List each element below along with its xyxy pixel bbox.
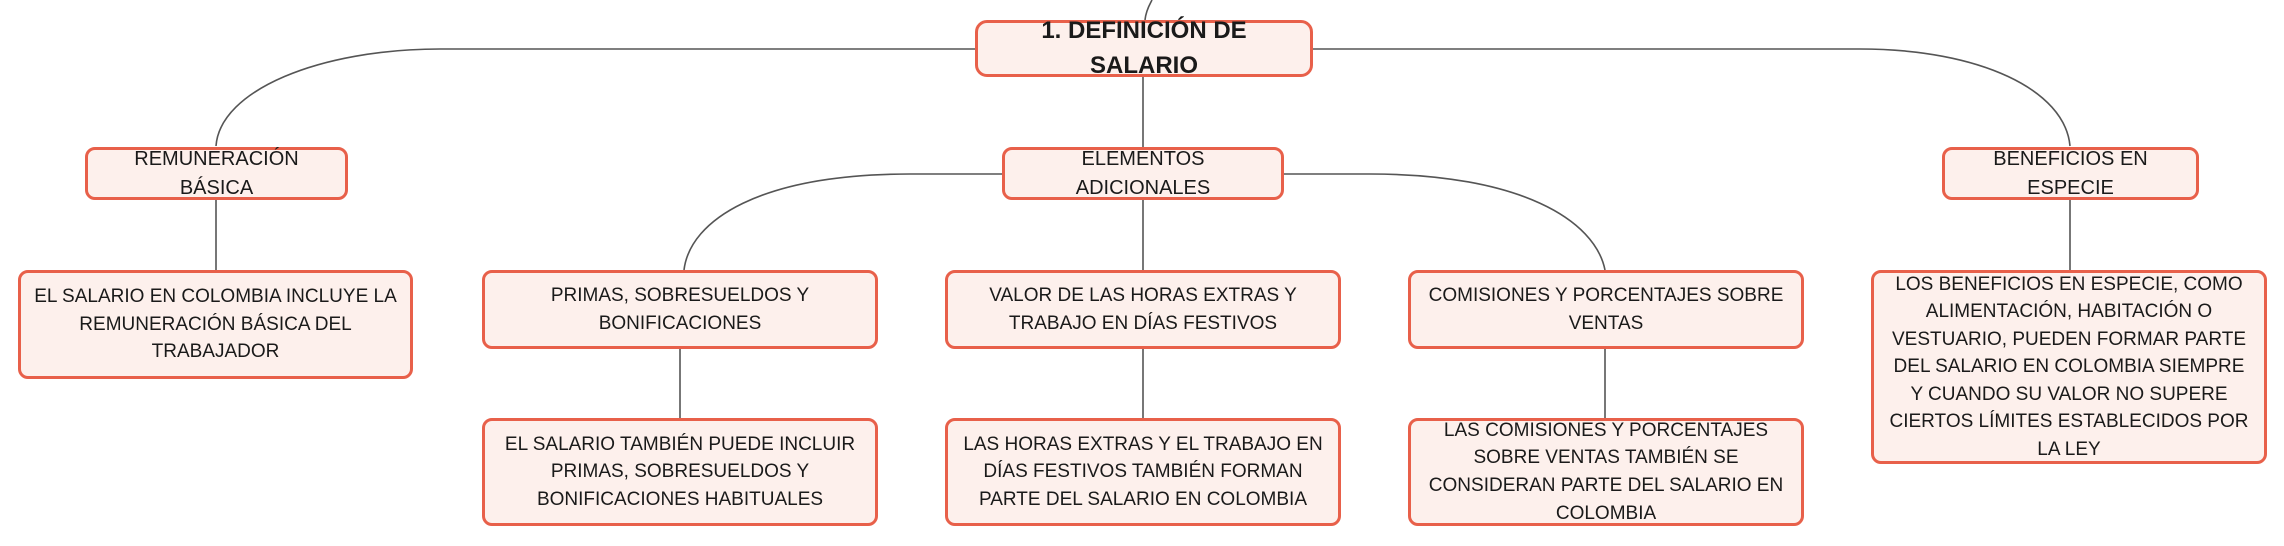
node-remuneracion-basica-label: REMUNERACIÓN BÁSICA <box>134 147 299 199</box>
root-node[interactable]: 1. DEFINICIÓN DE SALARIO <box>975 17 1313 79</box>
node-horas-extras[interactable]: VALOR DE LAS HORAS EXTRAS Y TRABAJO EN D… <box>945 270 1341 349</box>
node-beneficios-en-especie-label: BENEFICIOS EN ESPECIE <box>1993 147 2148 199</box>
node-horas-extras-detail-text: LAS HORAS EXTRAS Y EL TRABAJO EN DÍAS FE… <box>963 433 1323 510</box>
node-primas[interactable]: PRIMAS, SOBRESUELDOS Y BONIFICACIONES <box>482 270 878 349</box>
node-basica-detail-text: EL SALARIO EN COLOMBIA INCLUYE LA REMUNE… <box>34 286 397 363</box>
node-primas-label: PRIMAS, SOBRESUELDOS Y BONIFICACIONES <box>550 284 810 334</box>
node-remuneracion-basica[interactable]: REMUNERACIÓN BÁSICA <box>85 147 348 200</box>
node-horas-extras-label: VALOR DE LAS HORAS EXTRAS Y TRABAJO EN D… <box>989 284 1297 334</box>
connector-root-basic <box>215 48 980 147</box>
connector-additional-comisiones <box>1283 173 1606 271</box>
root-node-label: 1. DEFINICIÓN DE SALARIO <box>1041 16 1247 79</box>
node-beneficios-detail-text: LOS BENEFICIOS EN ESPECIE, COMO ALIMENTA… <box>1889 273 2249 460</box>
node-elementos-adicionales-label: ELEMENTOS ADICIONALES <box>1075 147 1211 199</box>
connector-root-parent <box>1144 0 1153 21</box>
connector-additional-primas <box>683 173 1003 271</box>
node-beneficios-detail[interactable]: LOS BENEFICIOS EN ESPECIE, COMO ALIMENTA… <box>1871 270 2267 464</box>
node-primas-detail-text: EL SALARIO TAMBIÉN PUEDE INCLUIR PRIMAS,… <box>504 433 856 510</box>
node-basica-detail[interactable]: EL SALARIO EN COLOMBIA INCLUYE LA REMUNE… <box>18 270 413 379</box>
node-horas-extras-detail[interactable]: LAS HORAS EXTRAS Y EL TRABAJO EN DÍAS FE… <box>945 418 1341 526</box>
node-comisiones[interactable]: COMISIONES Y PORCENTAJES SOBRE VENTAS <box>1408 270 1804 349</box>
node-elementos-adicionales[interactable]: ELEMENTOS ADICIONALES <box>1002 147 1284 200</box>
node-comisiones-detail[interactable]: LAS COMISIONES Y PORCENTAJES SOBRE VENTA… <box>1408 418 1804 526</box>
node-comisiones-label: COMISIONES Y PORCENTAJES SOBRE VENTAS <box>1428 284 1784 334</box>
node-comisiones-detail-text: LAS COMISIONES Y PORCENTAJES SOBRE VENTA… <box>1428 419 1784 524</box>
node-primas-detail[interactable]: EL SALARIO TAMBIÉN PUEDE INCLUIR PRIMAS,… <box>482 418 878 526</box>
connector-root-inkind <box>1312 48 2071 147</box>
node-beneficios-en-especie[interactable]: BENEFICIOS EN ESPECIE <box>1942 147 2199 200</box>
